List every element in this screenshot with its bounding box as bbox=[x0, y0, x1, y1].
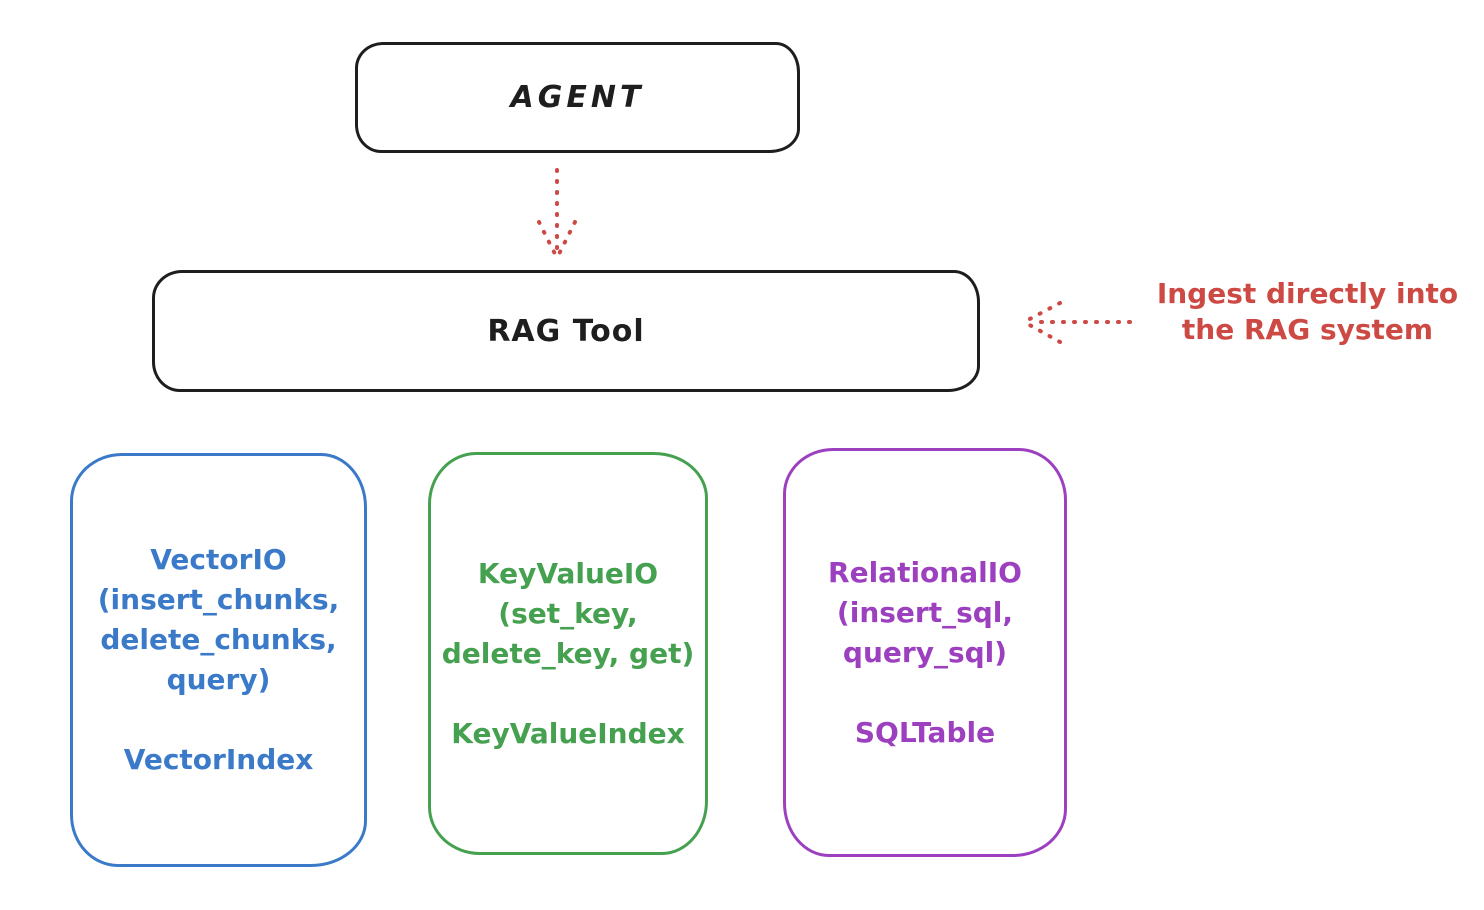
rag-tool-node: RAG Tool bbox=[152, 270, 980, 392]
ingest-annotation-line2: the RAG system bbox=[1181, 313, 1434, 346]
vector-io-line: delete_chunks, bbox=[100, 623, 337, 656]
ingest-annotation-line1: Ingest directly into bbox=[1156, 277, 1459, 310]
keyvalue-io-line: KeyValueIO bbox=[477, 556, 659, 590]
keyvalue-io-node: KeyValueIO (set_key, delete_key, get) Ke… bbox=[428, 452, 708, 855]
arrow-agent-to-rag-tool bbox=[537, 168, 577, 258]
sql-table-label: SQLTable bbox=[854, 715, 996, 749]
keyvalue-io-line: delete_key, get) bbox=[441, 636, 695, 670]
vector-index-label: VectorIndex bbox=[123, 743, 314, 776]
vector-io-node: VectorIO (insert_chunks, delete_chunks, … bbox=[70, 453, 367, 867]
vector-io-signature: VectorIO (insert_chunks, delete_chunks, … bbox=[98, 540, 340, 700]
relational-io-line: RelationalIO bbox=[828, 555, 1022, 589]
arrow-ingest-into-rag-tool bbox=[1024, 301, 1132, 344]
keyvalue-io-signature: KeyValueIO (set_key, delete_key, get) bbox=[442, 554, 695, 674]
agent-node: AGENT bbox=[355, 42, 800, 153]
vector-io-line: VectorIO bbox=[150, 543, 287, 576]
relational-io-line: query_sql) bbox=[842, 635, 1008, 669]
rag-tool-label: RAG Tool bbox=[487, 313, 645, 349]
keyvalue-index-label: KeyValueIndex bbox=[451, 716, 685, 750]
relational-io-line: (insert_sql, bbox=[836, 595, 1014, 629]
vector-io-line: (insert_chunks, bbox=[97, 583, 340, 616]
relational-io-node: RelationalIO (insert_sql, query_sql) SQL… bbox=[783, 448, 1067, 857]
keyvalue-io-line: (set_key, bbox=[498, 596, 638, 630]
vector-io-line: query) bbox=[166, 663, 271, 696]
ingest-annotation: Ingest directly into the RAG system bbox=[1135, 276, 1480, 348]
agent-label: AGENT bbox=[510, 80, 645, 115]
relational-io-signature: RelationalIO (insert_sql, query_sql) bbox=[828, 553, 1022, 673]
